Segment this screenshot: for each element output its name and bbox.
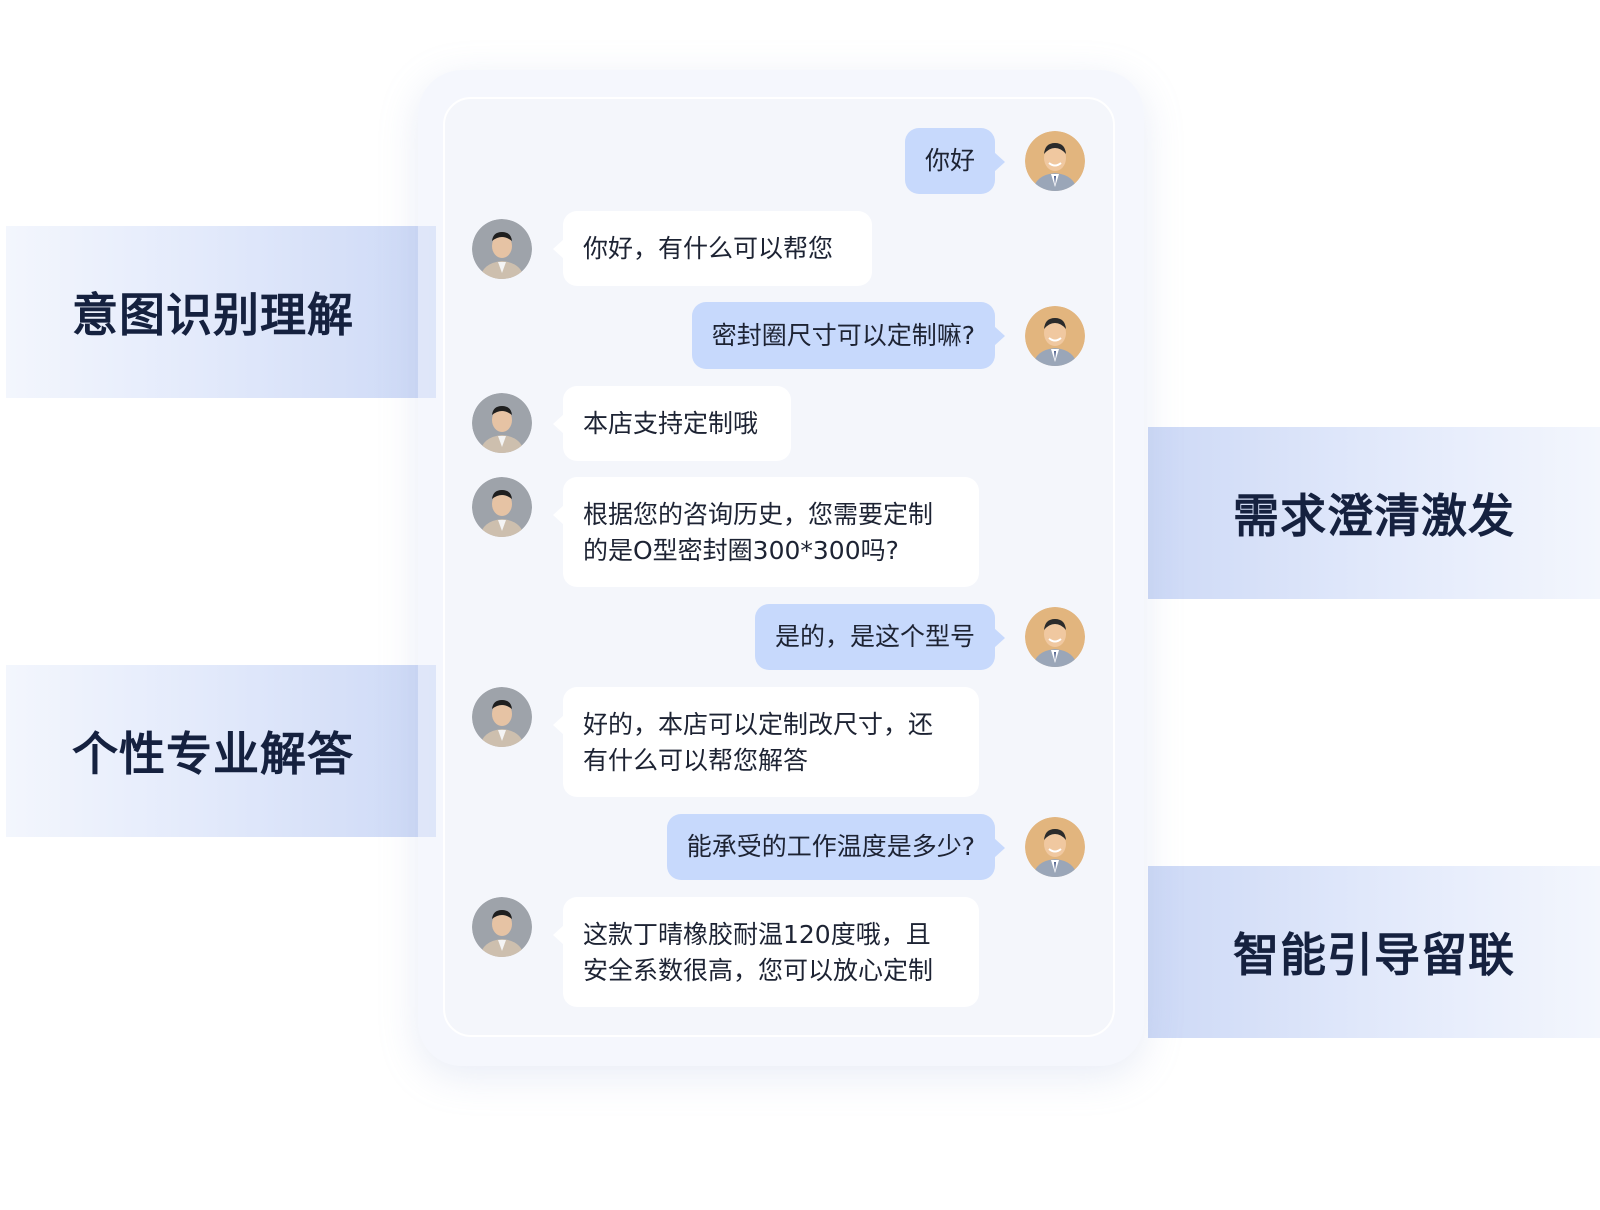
user-avatar-icon (1025, 306, 1085, 366)
feature-label-text: 个性专业解答 (72, 727, 354, 781)
message-text: 根据您的咨询历史，您需要定制 的是O型密封圈300*300吗? (583, 500, 934, 565)
feature-label-text: 智能引导留联 (1233, 928, 1515, 982)
user-message-bubble: 密封圈尺寸可以定制嘛? (691, 302, 1006, 369)
message-text: 能承受的工作温度是多少? (686, 832, 975, 861)
bot-message-bubble: 好的，本店可以定制改尺寸，还 有什么可以帮您解答 (553, 687, 979, 797)
bot-message-bubble: 根据您的咨询历史，您需要定制 的是O型密封圈300*300吗? (553, 477, 979, 587)
feature-label-guide: 智能引导留联 (1148, 866, 1600, 1038)
message-text: 好的，本店可以定制改尺寸，还 有什么可以帮您解答 (583, 710, 934, 775)
agent-avatar-icon (472, 477, 532, 537)
user-avatar-icon (1025, 607, 1085, 667)
user-message-bubble: 能承受的工作温度是多少? (666, 814, 1006, 880)
agent-avatar-icon (472, 687, 532, 747)
bot-message-bubble: 这款丁晴橡胶耐温120度哦，且 安全系数很高，您可以放心定制 (553, 897, 979, 1007)
user-avatar-icon (1025, 817, 1085, 877)
agent-avatar-icon (472, 393, 532, 453)
user-message-bubble: 是的，是这个型号 (754, 604, 1006, 670)
feature-label-clarify: 需求澄清激发 (1148, 427, 1600, 599)
agent-avatar-icon (472, 219, 532, 279)
message-text: 这款丁晴橡胶耐温120度哦，且 安全系数很高，您可以放心定制 (583, 920, 934, 985)
message-text: 你好，有什么可以帮您 (583, 233, 834, 263)
user-avatar-icon (1025, 131, 1085, 191)
message-text: 你好 (924, 146, 975, 175)
agent-avatar-icon (472, 897, 532, 957)
user-message-bubble: 你好 (904, 128, 1006, 194)
feature-label-text: 需求澄清激发 (1233, 489, 1515, 543)
bot-message-bubble: 你好，有什么可以帮您 (553, 211, 872, 286)
feature-label-answer: 个性专业解答 (6, 665, 436, 837)
feature-label-text: 意图识别理解 (72, 288, 354, 342)
message-text: 本店支持定制哦 (583, 408, 759, 438)
feature-label-intent: 意图识别理解 (6, 226, 436, 398)
bot-message-bubble: 本店支持定制哦 (553, 386, 791, 461)
message-text: 密封圈尺寸可以定制嘛? (711, 320, 975, 350)
message-text: 是的，是这个型号 (774, 622, 975, 651)
